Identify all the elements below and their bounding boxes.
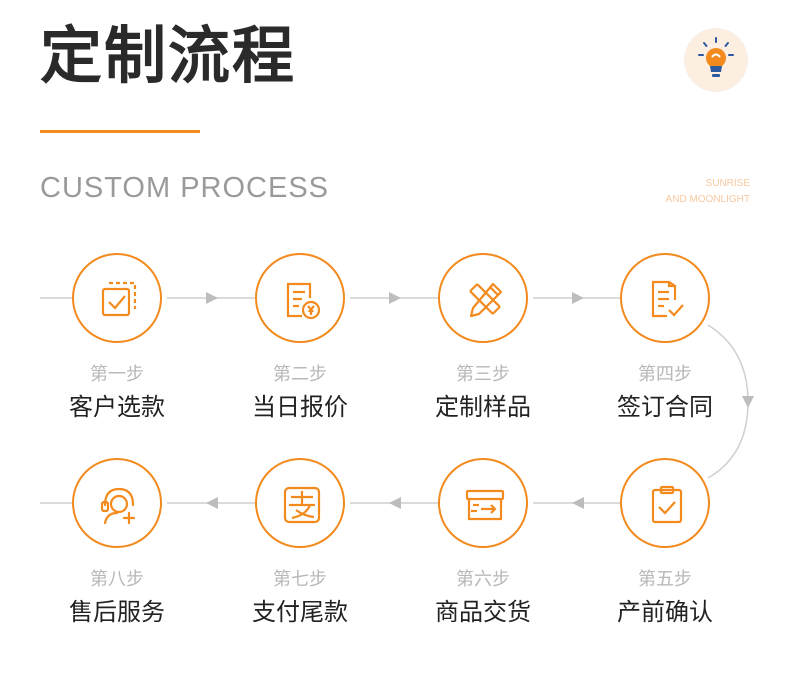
step-3-circle <box>438 253 528 343</box>
step-2-name: 当日报价 <box>252 393 348 421</box>
step-7-circle <box>255 458 345 548</box>
step-5-name: 产前确认 <box>617 598 713 626</box>
brand-line-2: AND MOONLIGHT <box>665 194 750 205</box>
step-4-number: 第四步 <box>638 364 692 385</box>
step-4-name: 签订合同 <box>617 393 713 421</box>
step-7-name: 支付尾款 <box>252 598 348 626</box>
step-3-name: 定制样品 <box>435 393 531 421</box>
arrow-right-icon <box>389 292 401 304</box>
delivery-box-icon <box>465 489 505 521</box>
page-subtitle: CUSTOM PROCESS <box>40 172 330 204</box>
arrow-left-icon <box>389 497 401 509</box>
title-underline <box>40 130 200 133</box>
step-1-name: 客户选款 <box>69 393 165 421</box>
step-8-number: 第八步 <box>90 569 144 590</box>
step-5-circle <box>620 458 710 548</box>
lightbulb-icon <box>698 37 734 77</box>
arrow-right-icon <box>206 292 218 304</box>
arrow-right-icon <box>572 292 584 304</box>
quote-yen-icon <box>286 282 321 320</box>
select-copy-icon <box>101 281 137 317</box>
page-title: 定制流程 <box>40 19 297 92</box>
step-4-circle <box>620 253 710 343</box>
clipboard-check-icon <box>651 485 683 524</box>
arrow-left-icon <box>206 497 218 509</box>
step-5-number: 第五步 <box>638 569 692 590</box>
lightbulb-logo <box>684 28 748 92</box>
brand-line-1: SUNRISE <box>705 178 750 189</box>
customer-service-icon <box>100 487 136 525</box>
step-8-circle <box>72 458 162 548</box>
step-2-circle <box>255 253 345 343</box>
step-8-name: 售后服务 <box>69 598 165 626</box>
step-6-number: 第六步 <box>456 569 510 590</box>
step-2-number: 第二步 <box>273 364 327 385</box>
step-6-circle <box>438 458 528 548</box>
arrow-left-icon <box>572 497 584 509</box>
payment-icon <box>283 486 321 524</box>
ruler-pencil-icon <box>469 282 503 318</box>
step-6-name: 商品交货 <box>435 598 531 626</box>
step-1-number: 第一步 <box>90 364 144 385</box>
step-1-circle <box>72 253 162 343</box>
step-3-number: 第三步 <box>456 364 510 385</box>
step-7-number: 第七步 <box>273 569 327 590</box>
arrow-down-icon <box>742 396 754 408</box>
brand-text: SUNRISE AND MOONLIGHT <box>666 176 750 208</box>
contract-sign-icon <box>651 280 684 318</box>
